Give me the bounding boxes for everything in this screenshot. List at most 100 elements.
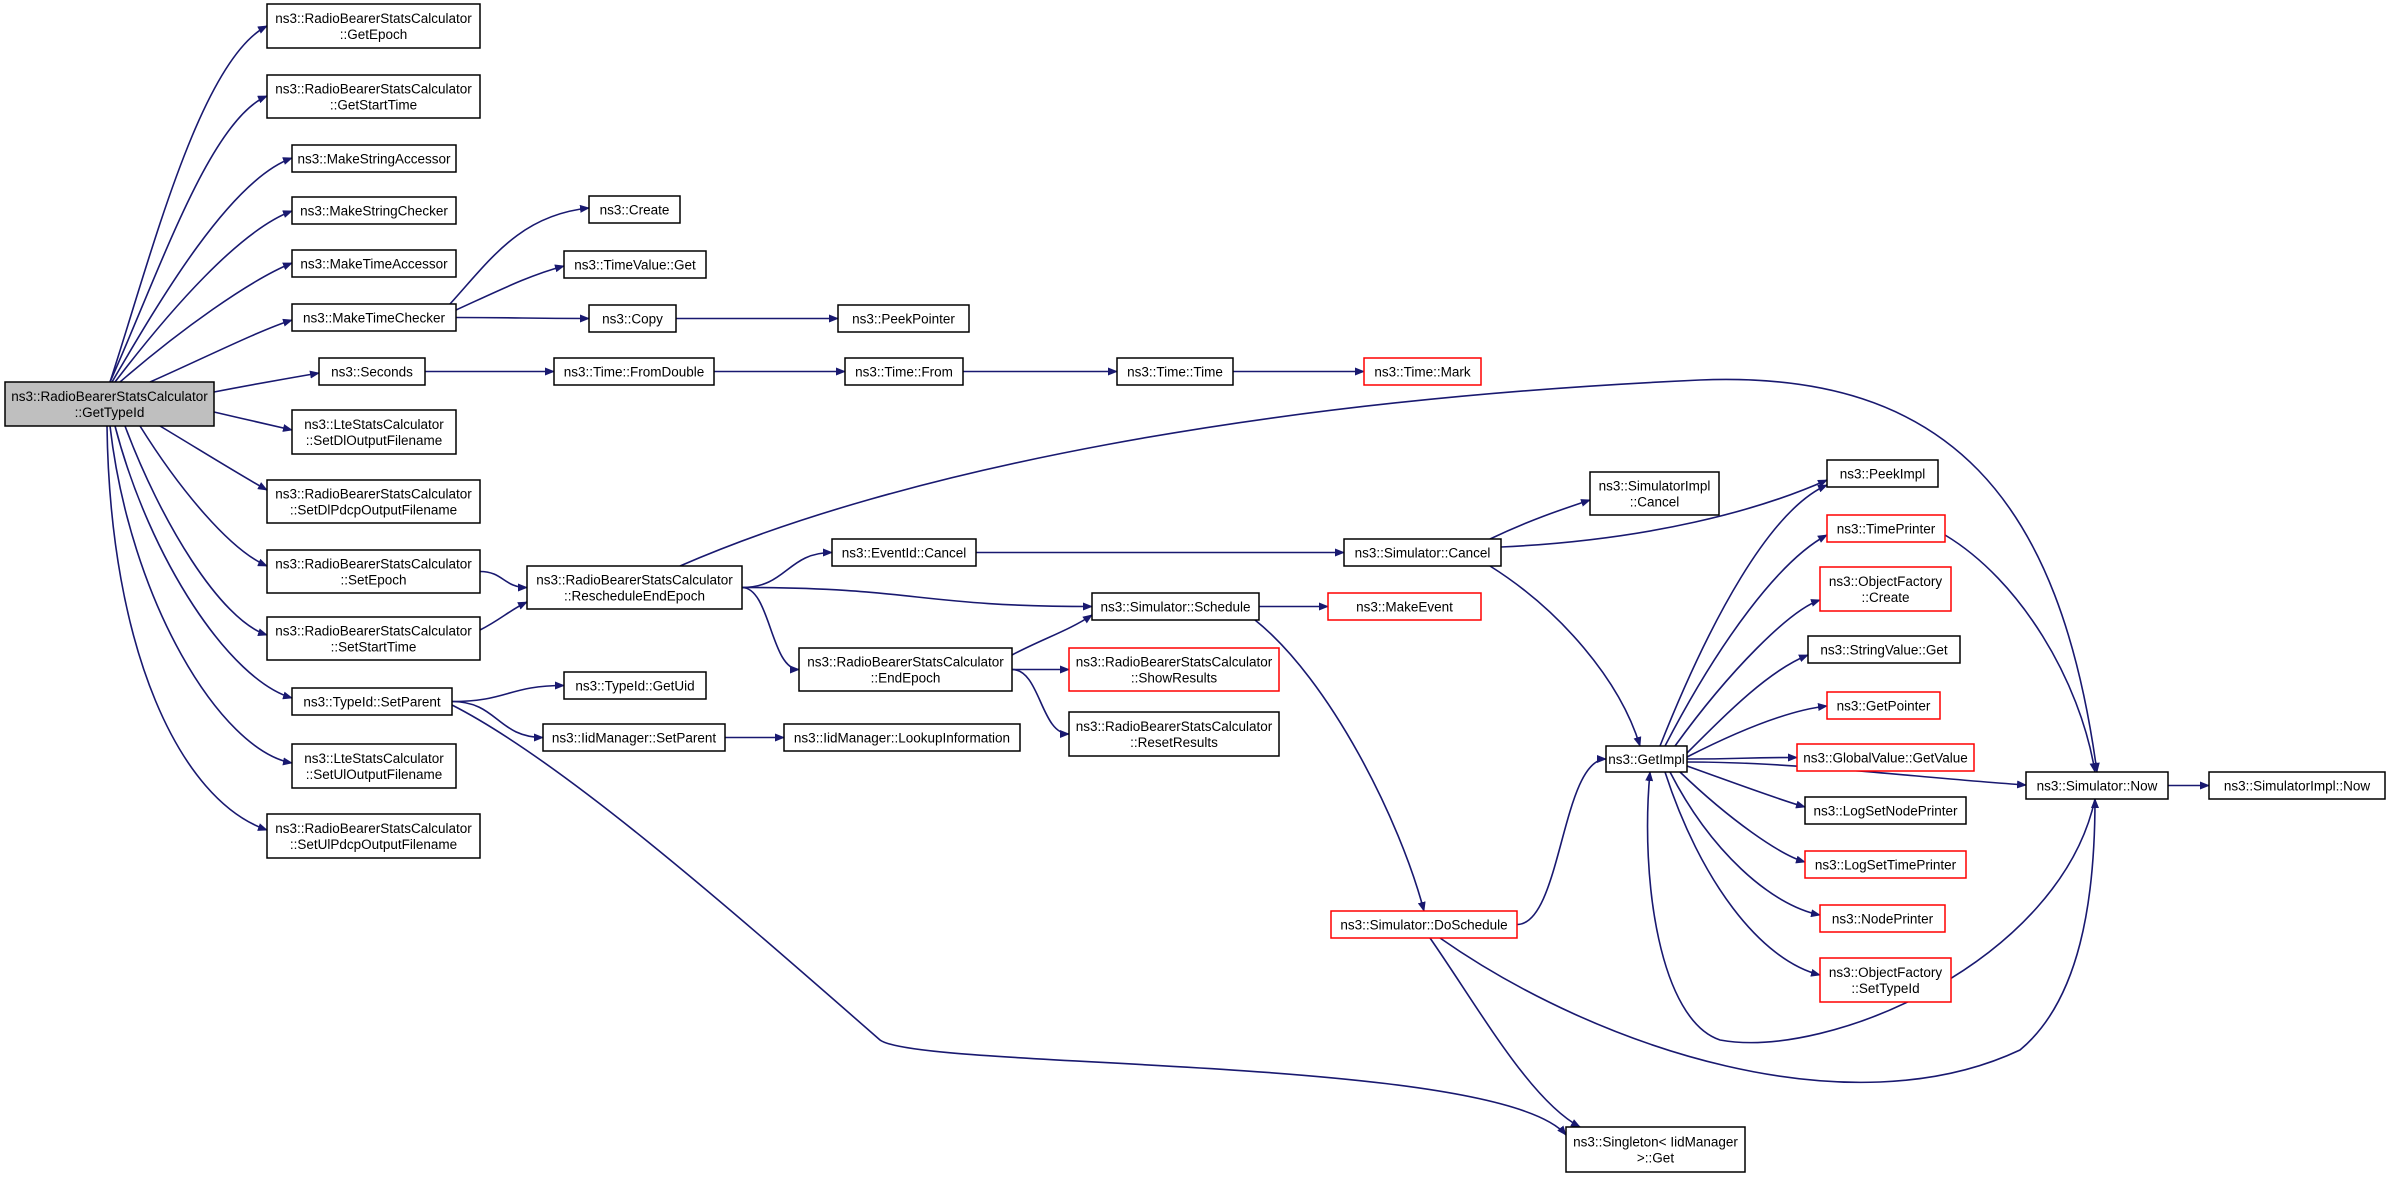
node-timefrom[interactable]: ns3::Time::From: [844, 357, 964, 386]
node-box[interactable]: [266, 74, 481, 119]
node-box[interactable]: [783, 723, 1021, 752]
node-simimplnow[interactable]: ns3::SimulatorImpl::Now: [2208, 771, 2386, 800]
node-box[interactable]: [1826, 514, 1946, 543]
node-box[interactable]: [1343, 538, 1502, 567]
node-box[interactable]: [266, 479, 481, 524]
node-box[interactable]: [1826, 691, 1941, 720]
node-doschedule[interactable]: ns3::Simulator::DoSchedule: [1330, 910, 1518, 939]
node-box[interactable]: [1807, 635, 1961, 664]
node-setdlpdcpoutputfilename[interactable]: ns3::RadioBearerStatsCalculator::SetDlPd…: [266, 479, 481, 524]
node-nodeprinter[interactable]: ns3::NodePrinter: [1819, 904, 1946, 933]
node-box[interactable]: [1819, 566, 1952, 612]
node-box[interactable]: [291, 687, 453, 716]
node-typeidsetparent[interactable]: ns3::TypeId::SetParent: [291, 687, 453, 716]
node-box[interactable]: [1804, 796, 1967, 825]
node-seconds[interactable]: ns3::Seconds: [318, 357, 426, 386]
node-resetresults[interactable]: ns3::RadioBearerStatsCalculator::ResetRe…: [1068, 711, 1280, 757]
node-box[interactable]: [1819, 957, 1952, 1003]
node-box[interactable]: [1826, 459, 1939, 488]
node-getimpl[interactable]: ns3::GetImpl: [1605, 745, 1688, 773]
node-maketimechecker[interactable]: ns3::MakeTimeChecker: [291, 303, 457, 332]
node-box[interactable]: [1116, 357, 1234, 386]
node-getstarttime[interactable]: ns3::RadioBearerStatsCalculator::GetStar…: [266, 74, 481, 119]
node-lookupinformation[interactable]: ns3::IidManager::LookupInformation: [783, 723, 1021, 752]
node-box[interactable]: [1804, 850, 1967, 879]
node-showresults[interactable]: ns3::RadioBearerStatsCalculator::ShowRes…: [1068, 647, 1280, 692]
node-maketimeaccessor[interactable]: ns3::MakeTimeAccessor: [291, 249, 457, 278]
node-box[interactable]: [837, 304, 970, 333]
node-box[interactable]: [1330, 910, 1518, 939]
node-box[interactable]: [266, 3, 481, 49]
node-simnow[interactable]: ns3::Simulator::Now: [2025, 771, 2169, 800]
node-box[interactable]: [291, 303, 457, 332]
node-logsettimeprinter[interactable]: ns3::LogSetTimePrinter: [1804, 850, 1967, 879]
node-setepoch[interactable]: ns3::RadioBearerStatsCalculator::SetEpoc…: [266, 549, 481, 594]
node-box[interactable]: [588, 304, 677, 333]
node-endepoch[interactable]: ns3::RadioBearerStatsCalculator::EndEpoc…: [798, 647, 1013, 692]
node-makestringaccessor[interactable]: ns3::MakeStringAccessor: [291, 144, 457, 173]
node-setulpdcpoutputfilename[interactable]: ns3::RadioBearerStatsCalculator::SetUlPd…: [266, 813, 481, 859]
node-peekpointer[interactable]: ns3::PeekPointer: [837, 304, 970, 333]
node-box[interactable]: [844, 357, 964, 386]
node-box[interactable]: [1565, 1126, 1746, 1173]
node-stringvalueget[interactable]: ns3::StringValue::Get: [1807, 635, 1961, 664]
node-box[interactable]: [563, 671, 707, 700]
node-simcancel[interactable]: ns3::Simulator::Cancel: [1343, 538, 1502, 567]
node-makeevent[interactable]: ns3::MakeEvent: [1327, 592, 1482, 621]
node-box[interactable]: [291, 249, 457, 278]
node-box[interactable]: [4, 381, 215, 427]
node-typeidgetuid[interactable]: ns3::TypeId::GetUid: [563, 671, 707, 700]
node-eventidcancel[interactable]: ns3::EventId::Cancel: [831, 538, 977, 567]
node-box[interactable]: [1068, 711, 1280, 757]
node-box[interactable]: [1068, 647, 1280, 692]
node-box[interactable]: [798, 647, 1013, 692]
node-box[interactable]: [2025, 771, 2169, 800]
node-peekimpl[interactable]: ns3::PeekImpl: [1826, 459, 1939, 488]
node-objfactorysettypeid[interactable]: ns3::ObjectFactory::SetTypeId: [1819, 957, 1952, 1003]
node-singletonget[interactable]: ns3::Singleton< IidManager>::Get: [1565, 1126, 1746, 1173]
node-copy[interactable]: ns3::Copy: [588, 304, 677, 333]
node-objfactorycreate[interactable]: ns3::ObjectFactory::Create: [1819, 566, 1952, 612]
node-box[interactable]: [588, 195, 681, 224]
node-getepoch[interactable]: ns3::RadioBearerStatsCalculator::GetEpoc…: [266, 3, 481, 49]
node-rescheduleendepoch[interactable]: ns3::RadioBearerStatsCalculator::Resched…: [526, 565, 743, 610]
node-box[interactable]: [526, 565, 743, 610]
node-box[interactable]: [266, 813, 481, 859]
node-iidsetparent[interactable]: ns3::IidManager::SetParent: [542, 723, 726, 752]
node-globalvalueget[interactable]: ns3::GlobalValue::GetValue: [1796, 743, 1975, 772]
node-box[interactable]: [291, 144, 457, 173]
node-box[interactable]: [542, 723, 726, 752]
node-timetime[interactable]: ns3::Time::Time: [1116, 357, 1234, 386]
node-box[interactable]: [291, 743, 457, 789]
node-makestringchecker[interactable]: ns3::MakeStringChecker: [291, 196, 457, 225]
node-fromdouble[interactable]: ns3::Time::FromDouble: [553, 357, 715, 386]
node-timevalueget[interactable]: ns3::TimeValue::Get: [563, 250, 707, 279]
node-create[interactable]: ns3::Create: [588, 195, 681, 224]
node-setdloutputfilename[interactable]: ns3::LteStatsCalculator::SetDlOutputFile…: [291, 409, 457, 455]
node-logsetnodeprinter[interactable]: ns3::LogSetNodePrinter: [1804, 796, 1967, 825]
node-box[interactable]: [266, 616, 481, 661]
node-box[interactable]: [831, 538, 977, 567]
node-box[interactable]: [2208, 771, 2386, 800]
node-simschedule[interactable]: ns3::Simulator::Schedule: [1091, 592, 1260, 621]
node-box[interactable]: [563, 250, 707, 279]
node-timeprinter[interactable]: ns3::TimePrinter: [1826, 514, 1946, 543]
node-timemark[interactable]: ns3::Time::Mark: [1363, 357, 1482, 386]
node-setstarttime[interactable]: ns3::RadioBearerStatsCalculator::SetStar…: [266, 616, 481, 661]
node-box[interactable]: [1605, 745, 1688, 773]
node-box[interactable]: [1819, 904, 1946, 933]
node-box[interactable]: [1589, 471, 1720, 516]
node-box[interactable]: [553, 357, 715, 386]
node-box[interactable]: [291, 196, 457, 225]
node-box[interactable]: [1327, 592, 1482, 621]
node-setuloutputfilename[interactable]: ns3::LteStatsCalculator::SetUlOutputFile…: [291, 743, 457, 789]
node-box[interactable]: [318, 357, 426, 386]
node-box[interactable]: [1091, 592, 1260, 621]
node-root[interactable]: ns3::RadioBearerStatsCalculator::GetType…: [4, 381, 215, 427]
node-getpointer[interactable]: ns3::GetPointer: [1826, 691, 1941, 720]
node-box[interactable]: [266, 549, 481, 594]
node-box[interactable]: [1363, 357, 1482, 386]
node-simimplcancel[interactable]: ns3::SimulatorImpl::Cancel: [1589, 471, 1720, 516]
node-box[interactable]: [1796, 743, 1975, 772]
node-box[interactable]: [291, 409, 457, 455]
